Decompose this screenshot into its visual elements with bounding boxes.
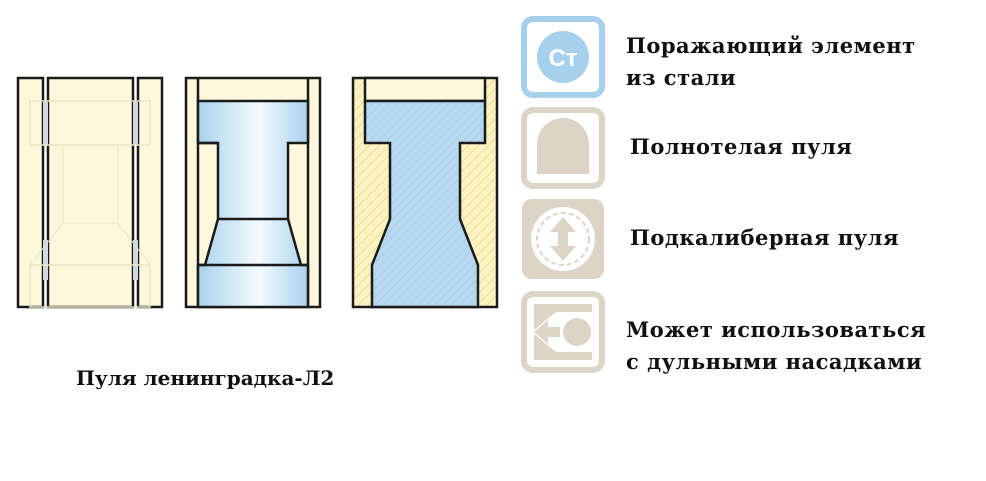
feature-label-subcaliber: Подкалиберная пуля [630,222,899,254]
outer-view-diagram [15,75,165,310]
solid-bullet-icon [520,106,606,190]
feature-label-steel: Поражающий элемент из стали [626,30,916,94]
feature-line: Может использоваться [626,317,927,342]
svg-text:Ст: Ст [548,45,577,72]
section-view-diagram [350,75,500,310]
feature-line: из стали [626,65,737,90]
feature-label-muzzle: Может использоваться с дульными насадкам… [626,314,926,378]
feature-line: Подкалиберная пуля [630,225,899,250]
core-view-diagram [183,75,323,310]
muzzle-device-icon [520,290,606,374]
feature-line: с дульными насадками [626,349,923,374]
subcaliber-icon [520,197,606,281]
feature-line: Полнотелая пуля [630,134,853,159]
feature-line: Поражающий элемент [626,33,916,58]
feature-label-solid: Полнотелая пуля [630,131,852,163]
diagram-caption: Пуля ленинградка-Л2 [76,366,335,390]
steel-core-icon: Ст [520,15,606,99]
